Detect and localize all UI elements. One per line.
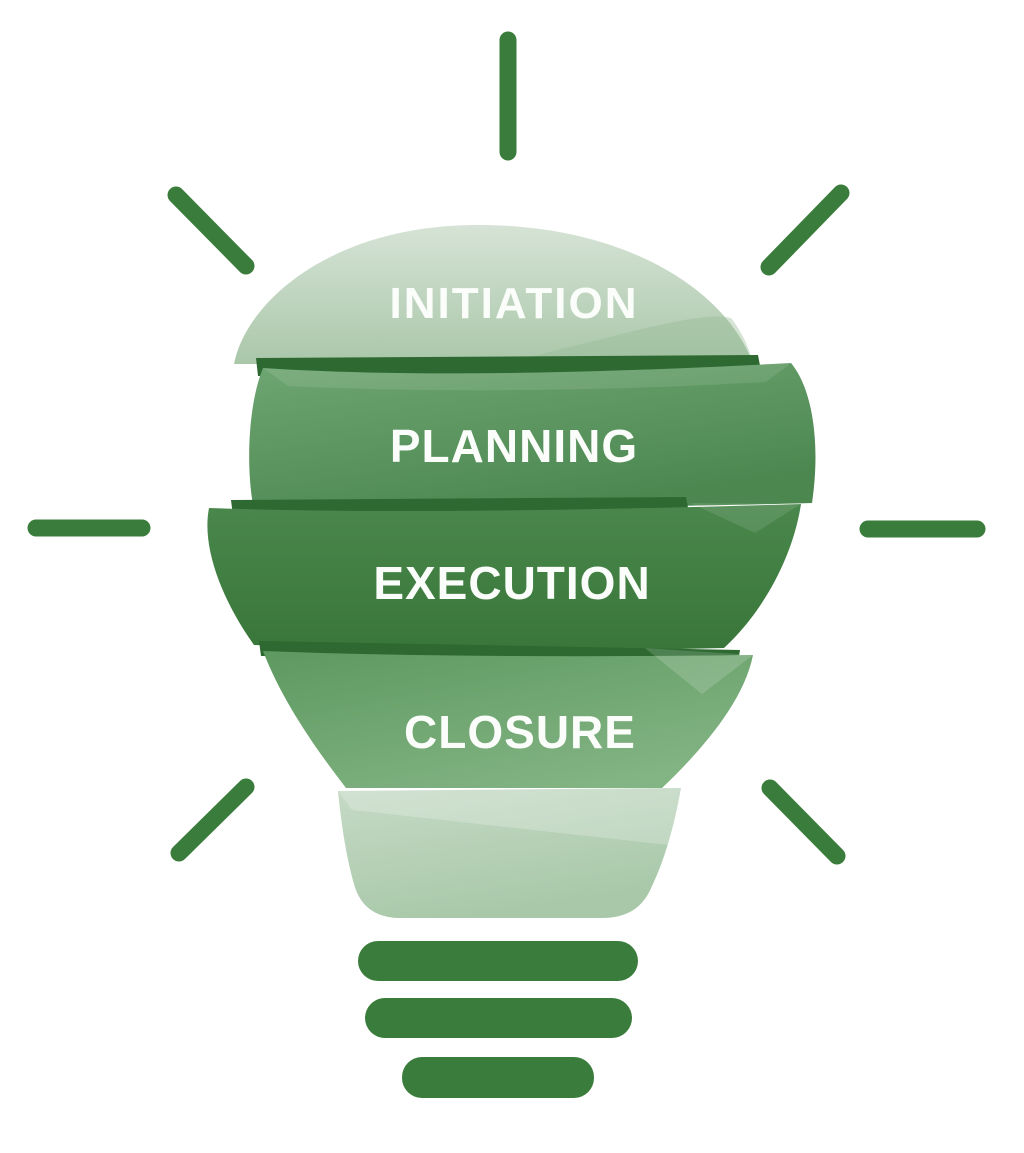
light-ray-lower-right-icon (761, 779, 846, 865)
bulb-base-bar-1 (358, 941, 638, 981)
phase-planning-label: PLANNING (390, 420, 638, 472)
bulb-neck (338, 788, 681, 918)
dome-shade-wedge (500, 316, 753, 364)
bulb-base-bar-2 (365, 998, 632, 1038)
phase-initiation-segment (234, 224, 753, 364)
neck-highlight-sheen (338, 788, 681, 845)
light-ray-upper-right-icon (760, 184, 850, 276)
bulb-base-bars (358, 941, 638, 1098)
phase-execution-segment (207, 504, 801, 651)
planning-fold-sheen (263, 363, 791, 391)
closure-fold-sheen (645, 648, 753, 694)
execution-fold-sheen (690, 503, 801, 533)
light-rays (27, 31, 986, 865)
phase-planning-segment (249, 363, 816, 508)
bulb-base-bar-3 (402, 1057, 594, 1098)
phase-execution-label: EXECUTION (373, 557, 650, 609)
phase-closure-segment (263, 651, 753, 788)
light-ray-upper-left-icon (167, 186, 255, 275)
light-ray-lower-left-icon (170, 778, 255, 862)
phase-initiation-label: INITIATION (390, 279, 639, 328)
phase-closure-label: CLOSURE (404, 706, 636, 758)
